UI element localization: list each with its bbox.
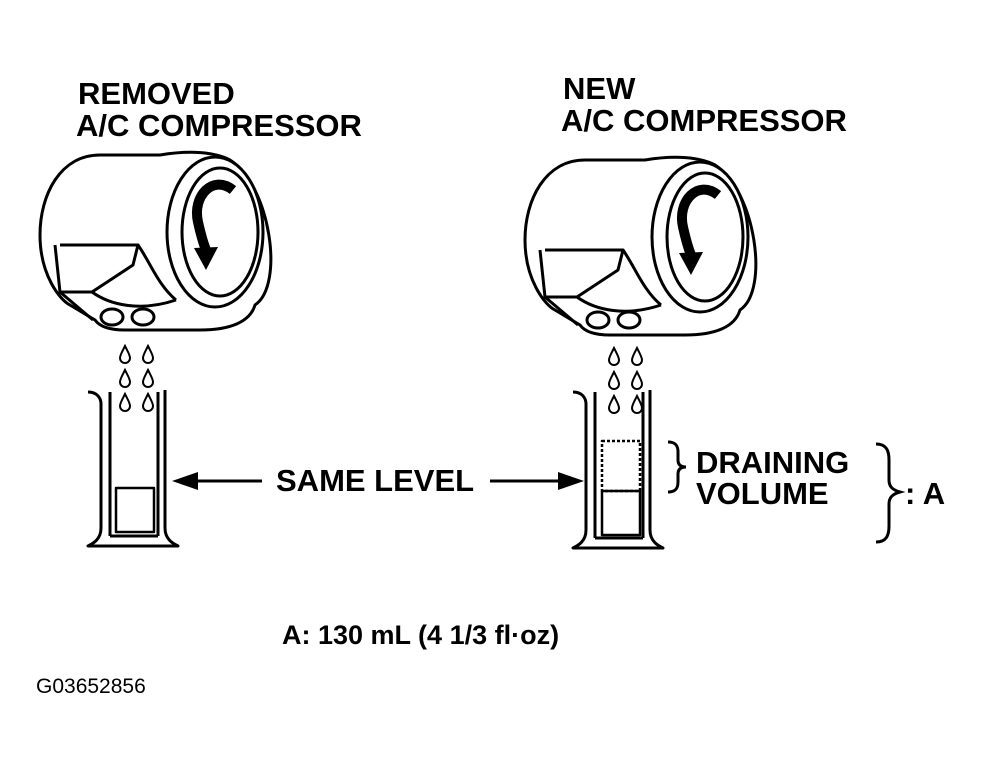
removed-rotation-arrow [191,179,237,252]
removed-compressor-title-line2: A/C COMPRESSOR [76,108,362,143]
new-compressor-title-line1: NEW [563,71,636,106]
a-marker-label: : A [905,476,946,511]
removed-oil-drops [119,345,154,412]
removed-compressor [38,150,273,332]
total-volume-brace [875,442,906,544]
same-level-label: SAME LEVEL [276,463,475,498]
removed-graduated-cylinder [86,390,180,548]
removed-compressor-title-line1: REMOVED [78,76,235,111]
new-compressor [523,155,758,337]
new-rotation-arrowhead [679,252,703,275]
draining-volume-label-line1: DRAINING [696,445,850,480]
new-compressor-title-line2: A/C COMPRESSOR [561,103,847,138]
draining-volume-brace [667,440,687,494]
new-graduated-cylinder [571,390,665,550]
new-oil-drops [608,347,643,414]
new-rotation-arrow [676,184,722,257]
volume-note: A: 130 mL (4 1/3 fl·oz) [282,620,560,650]
same-level-arrows [172,472,584,490]
draining-volume-label-line2: VOLUME [696,476,829,511]
figure-code: G03652856 [36,675,146,698]
removed-rotation-arrowhead [194,247,218,270]
